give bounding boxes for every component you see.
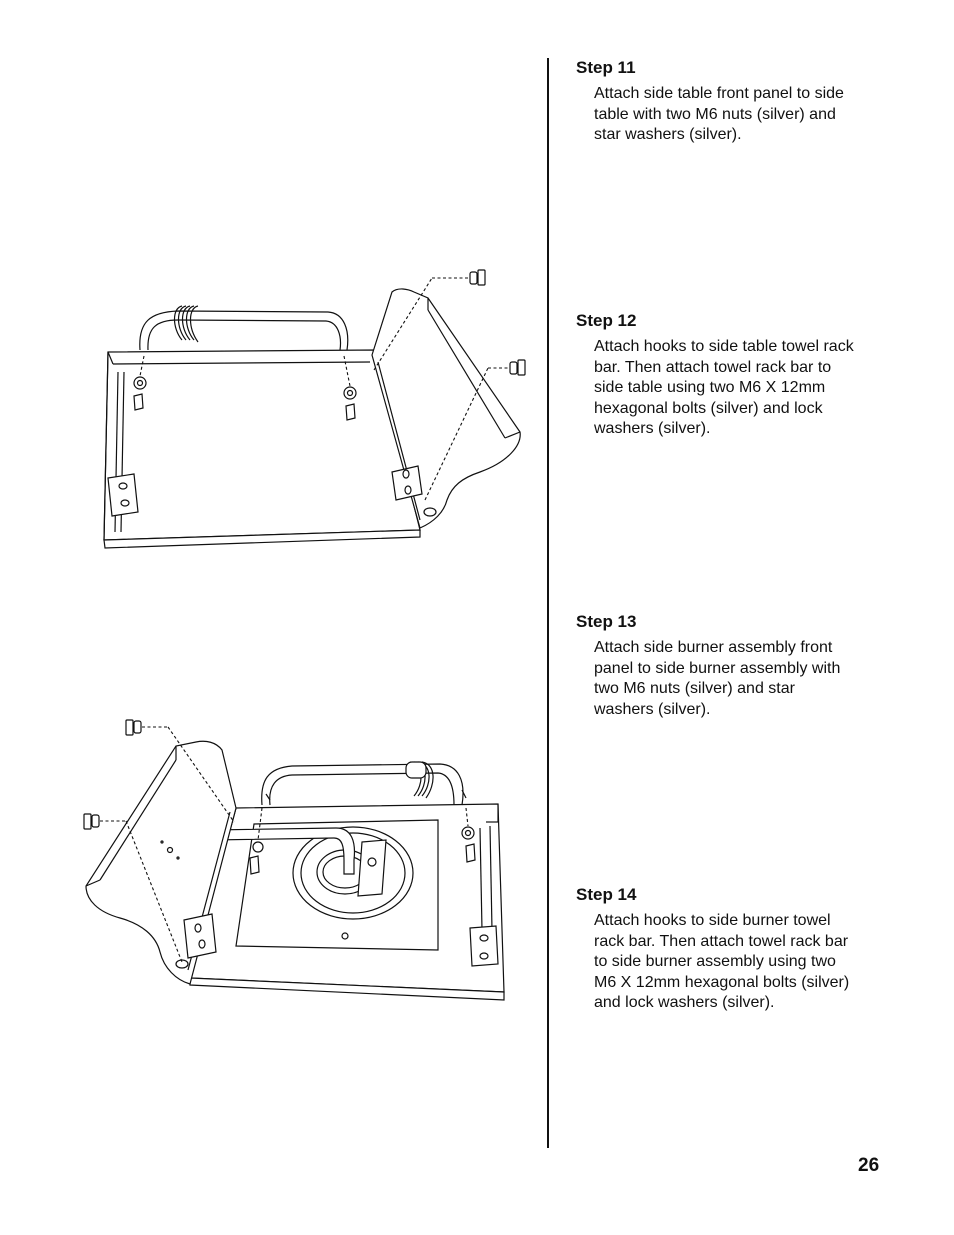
step-title: Step 12 bbox=[576, 311, 637, 330]
step-text: Attach hooks to side burner towel rack b… bbox=[594, 912, 850, 1012]
right-bracket bbox=[470, 926, 498, 966]
step-text: Attach side table front panel to side ta… bbox=[594, 85, 844, 144]
page-number: 26 bbox=[858, 1155, 880, 1176]
towel-rack-bar bbox=[262, 762, 466, 805]
step-13: Step 13 Attach side burner assembly fron… bbox=[576, 612, 876, 720]
left-bracket bbox=[108, 474, 138, 516]
column-divider bbox=[547, 58, 549, 1148]
side-burner-diagram bbox=[80, 712, 510, 1010]
bolts bbox=[134, 356, 356, 420]
side-table-frame bbox=[104, 350, 420, 548]
step-12: Step 12 Attach hooks to side table towel… bbox=[576, 311, 876, 440]
nuts-washers bbox=[374, 270, 525, 500]
towel-rack-bar bbox=[140, 306, 348, 350]
step-title: Step 13 bbox=[576, 612, 637, 631]
bolts bbox=[250, 808, 475, 874]
step-14: Step 14 Attach hooks to side burner towe… bbox=[576, 885, 876, 1014]
step-11: Step 11 Attach side table front panel to… bbox=[576, 58, 876, 146]
nuts-washers bbox=[84, 720, 234, 962]
step-title: Step 11 bbox=[576, 58, 636, 77]
step-text: Attach side burner assembly front panel … bbox=[594, 639, 841, 718]
step-text: Attach hooks to side table towel rack ba… bbox=[594, 338, 854, 438]
front-panel bbox=[372, 289, 520, 528]
step-title: Step 14 bbox=[576, 885, 637, 904]
front-panel bbox=[86, 741, 236, 984]
side-table-diagram bbox=[95, 262, 535, 557]
